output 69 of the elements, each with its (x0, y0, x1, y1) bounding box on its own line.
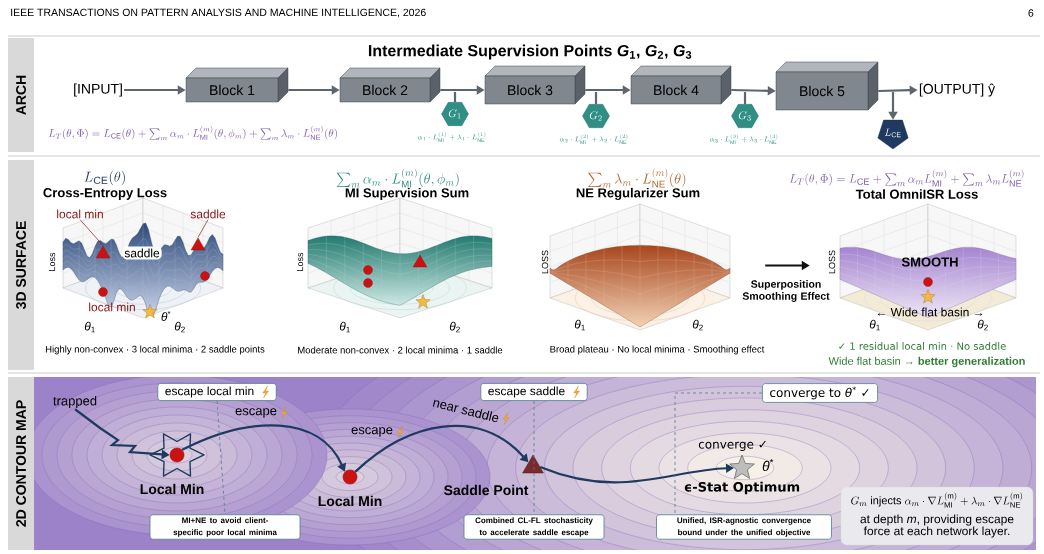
axis-label: LOSS (828, 250, 836, 274)
section-label: 3D SURFACE (8, 160, 34, 370)
leader-line (453, 92, 457, 103)
caption-text: Wide flat basin → better generalization (828, 356, 1025, 368)
section-label: 2D CONTOUR MAP (8, 377, 34, 550)
leader-line (743, 92, 747, 105)
supervision-hexagon: $G_1$ (441, 102, 469, 126)
formula-label: $\alpha_3\cdot L^{(3)}_{\mathrm{MI}}+\lambda_3\cdot L^{(3)}_{\mathrm{NE}}$ (709, 133, 778, 145)
block-box: Block 4 (630, 65, 732, 105)
annotation-label: escape (351, 427, 393, 437)
caption-text: Moderate non-convex · 2 local minima · 1 saddle (298, 346, 503, 354)
caption-text: Highly non-convex · 3 local minima · 2 saddle points (45, 345, 265, 355)
axis-label: θ$_{2}$ (449, 321, 460, 333)
edge-label: Superposition Smoothing Effect (742, 280, 830, 302)
panel-title: MI Supervision Sum (345, 187, 469, 201)
title: Intermediate Supervision Points G$_{1}$, G$_{2}$, G$_{3}$ (368, 44, 692, 60)
output-label: [OUTPUT] ŷ (919, 83, 996, 97)
formula-heading: $L_{\mathrm{CE}}(\theta)$ (84, 170, 125, 186)
point-label: Local Min (140, 483, 204, 495)
caption-text: ✓ 1 residual local min · No saddle (839, 342, 1006, 350)
supervision-hexagon: $G_2$ (582, 104, 610, 128)
edge-label: near saddle (432, 399, 499, 423)
formula-label: $\alpha_2\cdot L^{(2)}_{\mathrm{MI}}+\lambda_2\cdot L^{(2)}_{\mathrm{NE}}$ (559, 133, 628, 145)
panel-title: Total OmniISR Loss (855, 189, 978, 199)
point-label: Saddle Point (444, 484, 529, 496)
axis-label: θ$_{2}$ (174, 321, 185, 333)
formula-label: $\alpha_1\cdot L^{(1)}_{\mathrm{MI}}+\lambda_1\cdot L^{(1)}_{\mathrm{NE}}$ (417, 131, 486, 143)
callout-box: escape local min (157, 383, 277, 401)
annotation-label: local min (57, 209, 103, 219)
block-box: Block 1 (185, 67, 289, 103)
loss-pentagon: $L_{\mathrm{CE}}$ (877, 119, 909, 150)
edge-label: converge ✓ (698, 440, 766, 451)
note-box: MI+NE to avoid client-specific poor local minima (149, 514, 301, 540)
supervision-hexagon: $G_3$ (731, 104, 759, 128)
formula-heading: $L_T(\theta,\Phi)=L_{\mathrm{CE}}+\sum_m \alpha_m L^{(m)}_{\mathrm{MI}}+\sum_m \lambda_m L^{(m)}_{\mathrm{NE}}$ (789, 169, 1024, 187)
callout-box: escape saddle (480, 383, 588, 401)
dashed-line (674, 392, 763, 515)
axis-label: Loss (296, 252, 304, 271)
axis-label: θ$_{1}$ (869, 319, 880, 331)
leader-line (594, 92, 598, 105)
axis-label: θ$_{1}$ (84, 321, 95, 333)
caption-text: Broad plateau · No local minima · Smoothing effect (550, 345, 765, 355)
edge-label: escape (235, 408, 277, 418)
axis-label: θ$_{1}$ (339, 321, 350, 333)
note-box: Unified, ISR-agnostic convergence bound under the unified objective (656, 514, 832, 540)
page-number: 6 (1028, 9, 1034, 17)
axis-label: θ$_{2}$ (977, 319, 988, 331)
info-box: $G_m\ \text{injects}\ \alpha_m\cdot\nabla L^{(\mathrm{m})}_{\mathrm{MI}}+\lambda_m\cdot\nabla L^{(\mathrm{m})}_{\mathrm{NE}}$ at depth m, providing escape force at each network layer. (840, 486, 1034, 546)
annotation-label: saddle (190, 209, 226, 219)
section-label: ARCH (8, 38, 34, 152)
arrow (354, 424, 529, 473)
point-label: θ$^{*}$ (762, 458, 774, 472)
axis-label: Loss (48, 252, 56, 271)
header-text: IEEE TRANSACTIONS ON PATTERN ANALYSIS AND MACHINE INTELLIGENCE, 2026 (11, 8, 426, 18)
block-box: Block 5 (775, 61, 879, 111)
dashed-line (533, 400, 535, 515)
point-label: ϵ-Stat Optimum (684, 481, 800, 495)
point-label: Local Min (318, 495, 382, 507)
callout-box: converge to θ$^{*}$ ✓ (762, 383, 878, 403)
block-box: Block 3 (484, 65, 586, 105)
formula-label: $L_T(\theta,\Phi)=L_{\mathrm{CE}}(\theta)+\sum_m \alpha_m\cdot L^{(m)}_{\mathrm{MI}}(\theta,\phi_m)+\sum_m \lambda_m\cdot L^{(m)}_{\mathrm{NE}}(\theta)$ (48, 126, 337, 141)
formula-heading: $\sum_m \lambda_m\cdot L^{(m)}_{\mathrm{NE}}(\theta)$ (588, 168, 686, 188)
panel-title: Cross-Entropy Loss (43, 188, 167, 200)
input-label: [INPUT] (74, 83, 122, 97)
annotation-label: trapped (53, 395, 97, 409)
panel-title: NE Regularizer Sum (576, 187, 700, 201)
note-box: Combined CL-FL stochasticity to accelerate saddle escape (463, 514, 605, 540)
formula-heading: $\sum_m \alpha_m\cdot L^{(m)}_{\mathrm{MI}}(\theta,\phi_m)$ (336, 168, 459, 188)
block-box: Block 2 (339, 67, 441, 103)
